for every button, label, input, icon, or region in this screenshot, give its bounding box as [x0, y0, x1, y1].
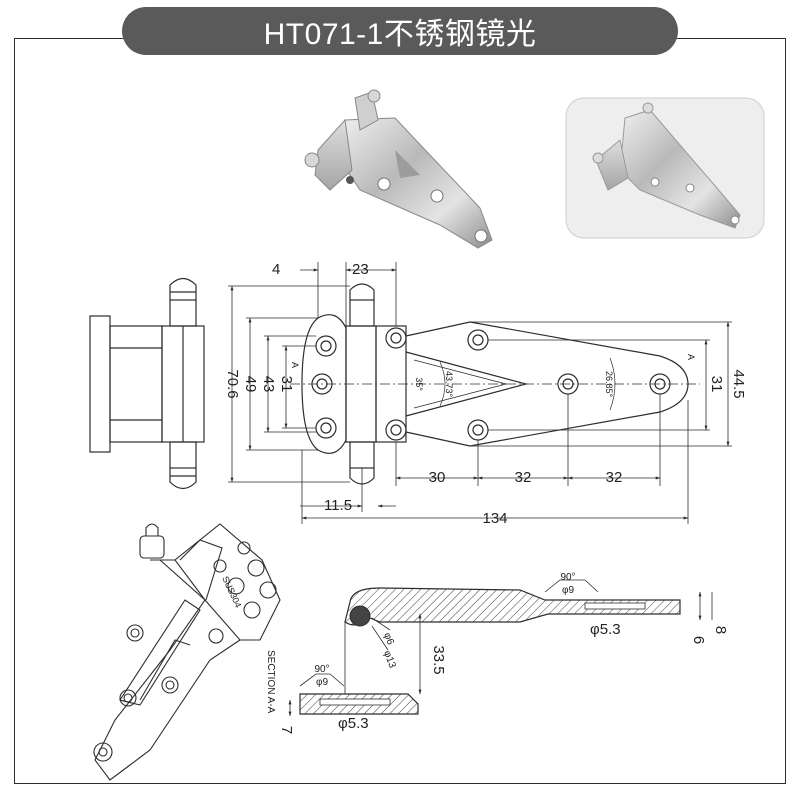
pin-dia: φ6	[381, 631, 396, 646]
dim-70-6: 70.6	[224, 369, 241, 398]
page-title: HT071-1不锈钢镜光	[122, 7, 678, 55]
angle-26-85: 26.85°	[604, 371, 614, 398]
dim-31-left: 31	[278, 376, 295, 393]
dim-11-5: 11.5	[324, 497, 352, 514]
section-mark-left: A	[290, 362, 300, 368]
section-view	[288, 579, 713, 717]
boss-dia: φ13	[381, 649, 398, 670]
section-label: SECTION A-A	[265, 650, 276, 714]
countersink-angle-top: 90°	[560, 572, 575, 583]
dim-32-b: 32	[606, 469, 623, 486]
product-photo	[304, 89, 493, 249]
dim-7: 7	[278, 726, 295, 734]
countersink-dia-top: φ9	[562, 585, 574, 596]
sus304-stamp: SUS304	[220, 575, 243, 610]
angle-43-73: 43.73°	[444, 371, 454, 398]
dim-31-right: 31	[708, 376, 725, 393]
title-rule-right	[678, 38, 786, 39]
hole-dia-top: φ5.3	[590, 621, 621, 638]
hole-dia-bottom: φ5.3	[338, 715, 369, 732]
dim-30: 30	[429, 469, 446, 486]
dim-23: 23	[352, 261, 369, 278]
dim-134: 134	[482, 510, 507, 527]
dim-49: 49	[242, 376, 259, 393]
product-photo-boxed	[565, 97, 765, 239]
dim-6: 6	[690, 636, 707, 644]
dim-4: 4	[272, 261, 280, 278]
dim-43: 43	[260, 376, 277, 393]
title-bar: HT071-1不锈钢镜光	[0, 0, 800, 80]
iso-line-drawing	[93, 523, 281, 781]
countersink-dia-bottom: φ9	[316, 677, 328, 688]
front-view	[290, 283, 700, 485]
angle-35: 35°	[414, 377, 424, 391]
section-labels: SECTION A-A 90° φ9 φ5.3 90° φ9 φ5.3 φ6 φ…	[265, 572, 729, 734]
front-view-labels: 4 23 70.6 49 43 31 44.5 31 30 32 32 11.5…	[224, 261, 747, 527]
dim-8: 8	[712, 626, 729, 634]
dim-32-a: 32	[515, 469, 532, 486]
section-mark-right: A	[686, 354, 696, 360]
title-rule-left	[14, 38, 122, 39]
side-view	[89, 277, 205, 490]
front-view-dimensions	[228, 262, 732, 524]
dim-44-5: 44.5	[730, 369, 747, 398]
dim-33-5: 33.5	[430, 645, 447, 674]
countersink-angle-bottom: 90°	[314, 664, 329, 675]
